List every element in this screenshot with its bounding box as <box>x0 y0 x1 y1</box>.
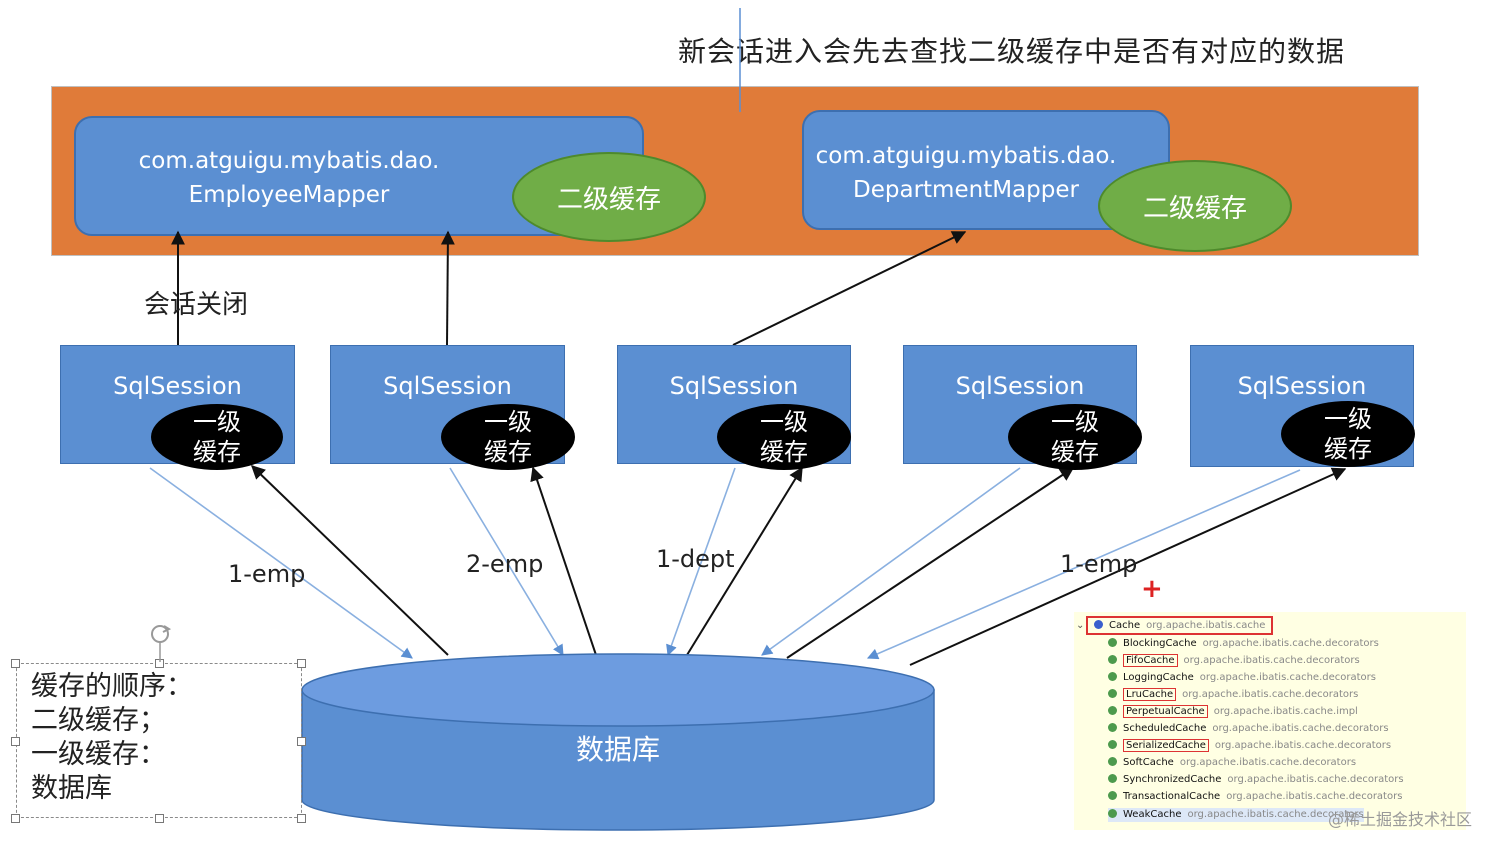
arrow-session4-to-db <box>761 467 1021 656</box>
arrow-session1-to-db <box>149 467 413 659</box>
class-icon <box>1108 791 1117 800</box>
resize-handle[interactable] <box>297 814 306 823</box>
first-level-cache-line1: 一级 <box>1051 408 1099 436</box>
database-label: 数据库 <box>575 733 660 766</box>
first-level-cache-line2: 缓存 <box>1051 438 1099 466</box>
resize-handle[interactable] <box>11 737 20 746</box>
edge-label: 1-emp <box>1060 550 1138 578</box>
first-level-cache: 一级 缓存 <box>1008 404 1142 470</box>
first-level-cache: 一级 缓存 <box>151 404 283 470</box>
first-level-cache-line1: 一级 <box>484 408 532 436</box>
first-level-cache-line2: 缓存 <box>1324 435 1372 463</box>
cache-order-line: 数据库 <box>31 773 112 804</box>
arrow-session3-to-db <box>666 467 736 657</box>
class-icon <box>1108 809 1117 818</box>
sqlsession-label: SqlSession <box>955 372 1085 400</box>
sqlsession-label: SqlSession <box>1237 372 1367 400</box>
sqlsession-label: SqlSession <box>669 372 799 400</box>
resize-handle[interactable] <box>11 659 20 668</box>
class-icon <box>1108 655 1117 664</box>
arrow-db-to-session3 <box>686 466 803 656</box>
cache-order-line: 二级缓存； <box>31 705 166 736</box>
arrow-session3-to-dept-mapper <box>732 231 967 346</box>
tree-collapse-icon: ⌄ <box>1076 620 1085 631</box>
first-level-cache-line1: 一级 <box>1324 405 1372 433</box>
cache-order-textbox[interactable]: 缓存的顺序： 二级缓存； 一级缓存： 数据库 <box>16 663 302 818</box>
class-icon <box>1108 638 1117 647</box>
class-icon <box>1108 774 1117 783</box>
sqlsession-1: SqlSession 一级 缓存 <box>60 345 295 470</box>
first-level-cache-line1: 一级 <box>193 408 241 436</box>
watermark: @稀土掘金技术社区 <box>1328 810 1473 829</box>
first-level-cache-line2: 缓存 <box>484 438 532 466</box>
first-level-cache-line2: 缓存 <box>760 438 808 466</box>
arrow-db-to-session5 <box>909 467 1347 666</box>
top-note: 新会话进入会先去查找二级缓存中是否有对应的数据 <box>678 35 1346 68</box>
database-cylinder <box>301 653 935 831</box>
session-close-label: 会话关闭 <box>144 290 249 320</box>
arrow-session2-to-db <box>449 467 564 656</box>
class-icon <box>1108 706 1117 715</box>
cache-order-line: 缓存的顺序： <box>31 671 193 702</box>
employee-mapper-line1: com.atguigu.mybatis.dao. <box>138 148 440 174</box>
first-level-cache: 一级 缓存 <box>441 404 575 470</box>
rotate-handle-icon[interactable] <box>146 620 176 664</box>
employee-second-level-cache: 二级缓存 <box>512 152 706 242</box>
class-icon <box>1108 689 1117 698</box>
department-mapper-box: com.atguigu.mybatis.dao. DepartmentMappe… <box>802 110 1170 230</box>
sqlsession-2: SqlSession 一级 缓存 <box>330 345 575 470</box>
first-level-cache: 一级 缓存 <box>717 404 851 470</box>
class-icon <box>1108 672 1117 681</box>
department-mapper-line2: DepartmentMapper <box>853 177 1079 203</box>
department-mapper-line1: com.atguigu.mybatis.dao. <box>815 143 1117 169</box>
first-level-cache: 一级 缓存 <box>1281 401 1415 467</box>
cache-order-line: 一级缓存： <box>31 739 166 770</box>
arrow-db-to-session1 <box>250 465 449 656</box>
edge-label: 1-dept <box>656 545 735 573</box>
arrow-db-to-session2 <box>530 466 597 656</box>
sqlsession-3: SqlSession 一级 缓存 <box>617 345 851 470</box>
department-second-level-cache: 二级缓存 <box>1098 160 1292 252</box>
sqlsession-label: SqlSession <box>113 372 242 400</box>
class-icon <box>1108 740 1117 749</box>
resize-handle[interactable] <box>11 814 20 823</box>
first-level-cache-line2: 缓存 <box>193 438 241 466</box>
arrow-session2-to-emp-mapper <box>440 230 455 346</box>
class-icon <box>1108 723 1117 732</box>
employee-mapper-line2: EmployeeMapper <box>188 182 390 208</box>
plus-icon: + <box>1141 574 1163 604</box>
arrow-db-to-session4 <box>786 467 1075 659</box>
edge-label: 2-emp <box>466 550 544 578</box>
sqlsession-4: SqlSession 一级 缓存 <box>903 345 1142 470</box>
first-level-cache-line1: 一级 <box>760 408 808 436</box>
arrow-session5-to-db <box>866 469 1301 660</box>
edge-label: 1-emp <box>228 560 306 588</box>
resize-handle[interactable] <box>297 737 306 746</box>
resize-handle[interactable] <box>297 659 306 668</box>
resize-handle[interactable] <box>155 814 164 823</box>
interface-icon <box>1094 620 1103 629</box>
sqlsession-5: SqlSession 一级 缓存 <box>1190 345 1415 467</box>
sqlsession-label: SqlSession <box>383 372 512 400</box>
class-icon <box>1108 757 1117 766</box>
